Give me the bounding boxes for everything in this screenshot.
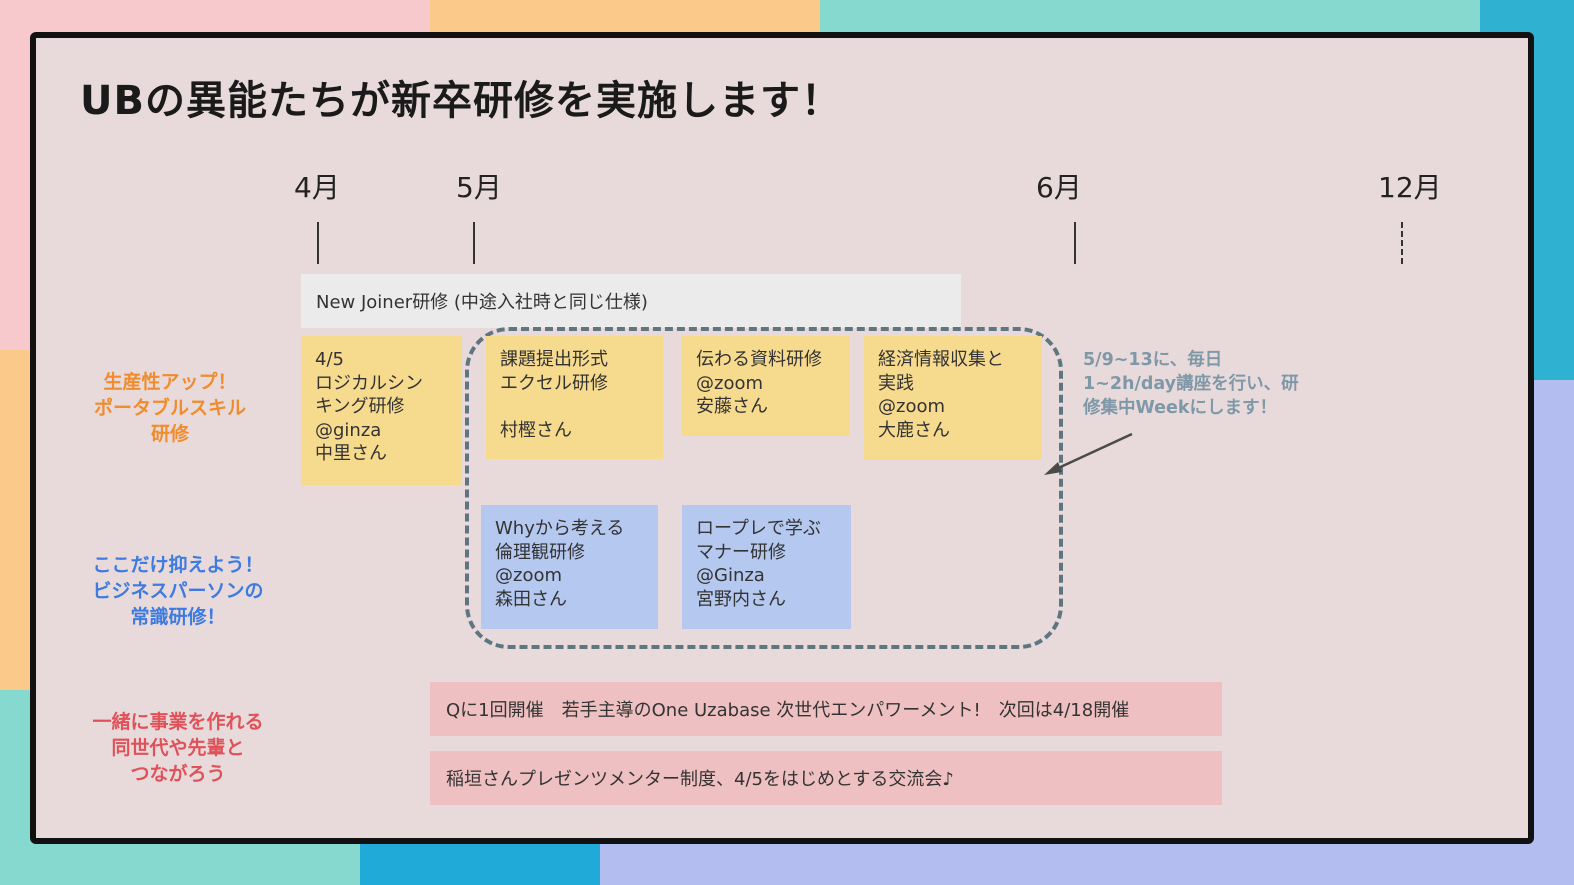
- event-quarterly-bar: Qに1回開催 若手主導のOne Uzabase 次世代エンパワーメント! 次回は…: [430, 682, 1222, 736]
- card-logical-thinking: 4/5 ロジカルシン キング研修 @ginza 中里さん: [301, 336, 462, 485]
- row-label-connect: 一緒に事業を作れる 同世代や先輩と つながろう: [92, 711, 264, 785]
- event-mentor-bar: 稲垣さんプレゼンツメンター制度、4/5をはじめとする交流会♪: [430, 751, 1222, 805]
- slide-title: UBの異能たちが新卒研修を実施します！: [80, 78, 842, 124]
- tick-june: [1074, 222, 1076, 264]
- month-december: 12月: [1378, 171, 1442, 204]
- focus-week-dashed-region: [465, 327, 1063, 649]
- tick-april: [317, 222, 319, 264]
- tick-december: [1401, 222, 1403, 264]
- card-manner-training: ロープレで学ぶ マナー研修 @Ginza 宮野内さん: [682, 505, 851, 629]
- card-excel-training: 課題提出形式 エクセル研修 村樫さん: [486, 336, 663, 459]
- row-label-productivity: 生産性アップ！ ポータブルスキル 研修: [93, 371, 246, 445]
- month-may: 5月: [456, 171, 502, 204]
- month-april: 4月: [294, 171, 340, 204]
- tick-may: [473, 222, 475, 264]
- card-ethics-training: Whyから考える 倫理観研修 @zoom 森田さん: [481, 505, 658, 629]
- new-joiner-bar: New Joiner研修 (中途入社時と同じ仕様): [301, 274, 961, 328]
- card-document-training: 伝わる資料研修 @zoom 安藤さん: [682, 336, 850, 436]
- card-economy-info: 経済情報収集と 実践 @zoom 大鹿さん: [864, 336, 1042, 460]
- month-june: 6月: [1036, 171, 1082, 204]
- focus-week-note: 5/9~13に、毎日 1~2h/day講座を行い、研 修集中Weekにします！: [1083, 350, 1299, 418]
- row-label-business: ここだけ抑えよう！ ビジネスパーソンの 常識研修！: [92, 554, 264, 628]
- arrow-icon: [1044, 432, 1133, 475]
